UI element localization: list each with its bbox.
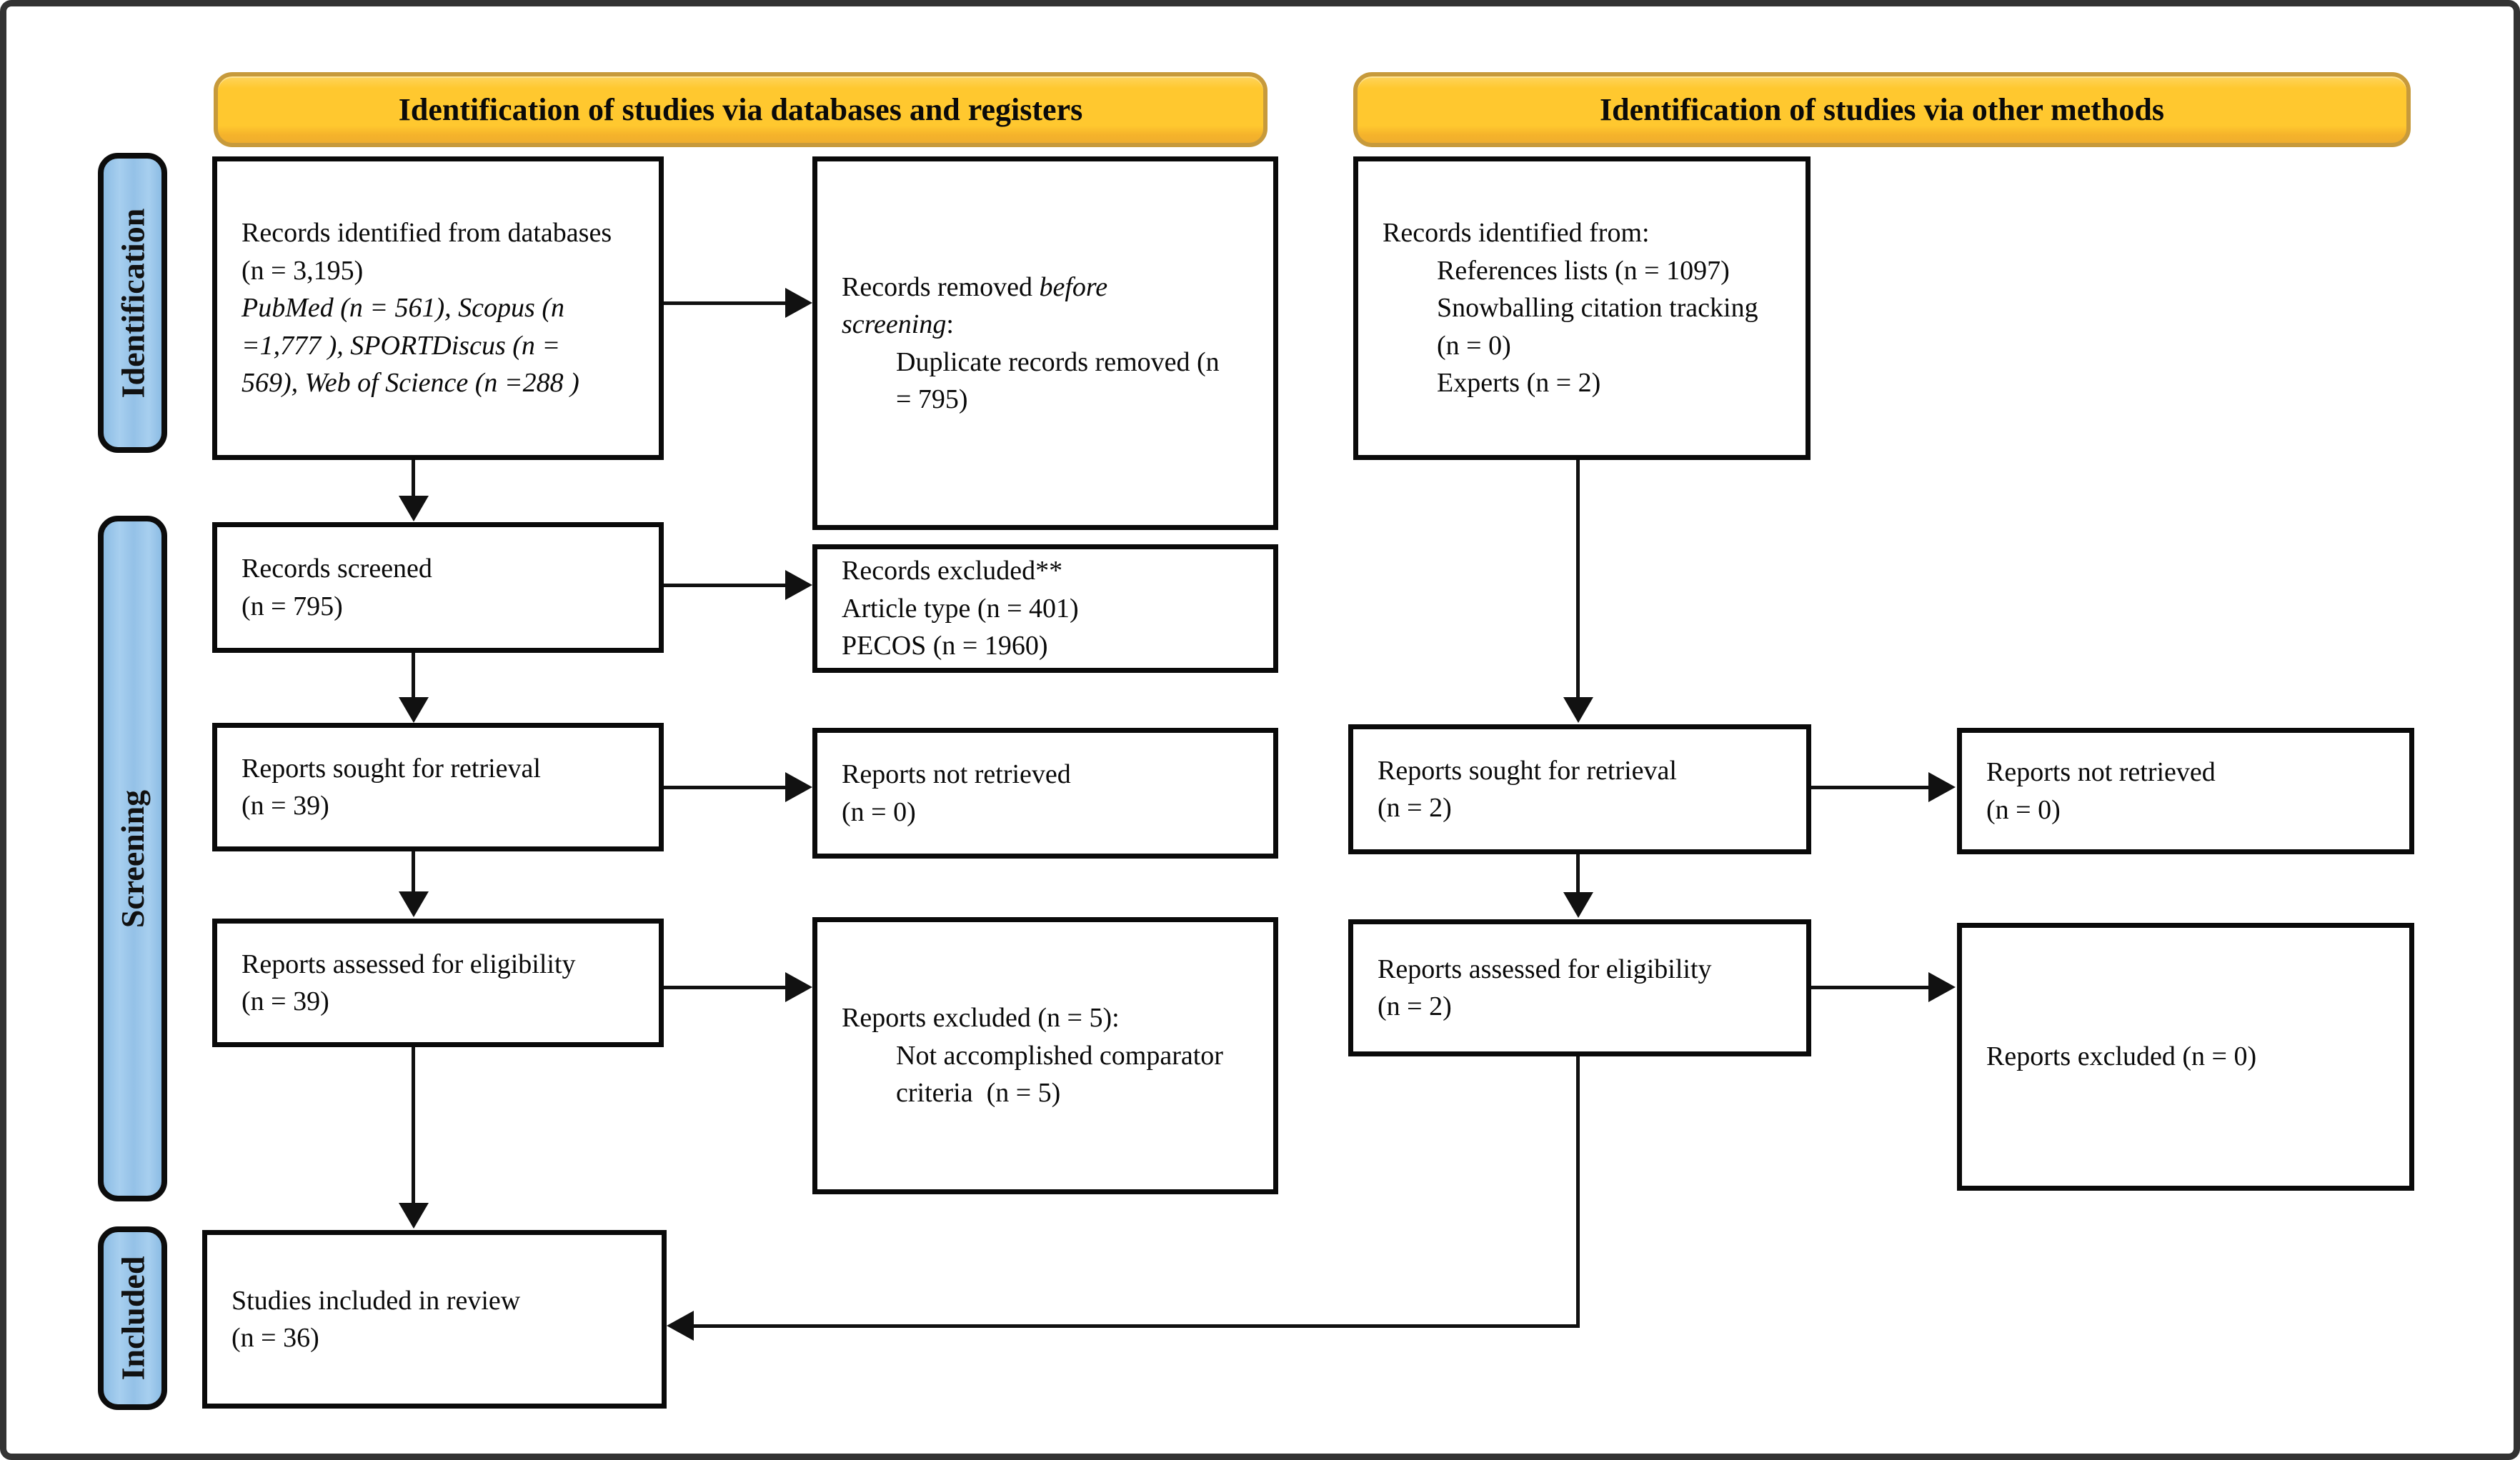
arrow-sought-other-to-assessed-line [1576, 854, 1580, 894]
records-removed-italic: before screening [842, 271, 1108, 340]
reports-excluded-databases-text: Reports excluded (n = 5): Not accomplish… [842, 1003, 1223, 1109]
stage-label-included: Included [114, 1256, 151, 1381]
arrow-sought-to-assessed-line [412, 851, 415, 893]
arrow-assessed-to-excluded-head [785, 972, 812, 1002]
banner-databases-registers-label: Identification of studies via databases … [398, 92, 1083, 127]
arrow-identified-other-to-sought-head [1563, 697, 1593, 723]
arrow-assessed-other-to-included-hline [691, 1324, 1580, 1328]
banner-other-methods-label: Identification of studies via other meth… [1600, 92, 2164, 127]
reports-not-retrieved-other-text: Reports not retrieved (n = 0) [1986, 757, 2216, 825]
banner-databases-registers: Identification of studies via databases … [214, 72, 1268, 147]
arrow-screened-to-excluded-head [785, 570, 812, 600]
stage-band-identification: Identification [98, 153, 167, 453]
arrow-assessed-other-to-included-head [667, 1311, 694, 1341]
arrow-assessed-to-included-line [412, 1047, 415, 1204]
reports-assessed-databases-text: Reports assessed for eligibility (n = 39… [241, 949, 576, 1016]
arrow-sought-other-to-notretrieved-head [1928, 772, 1956, 802]
records-identified-detail: PubMed (n = 561), Scopus (n =1,777 ), SP… [241, 293, 579, 399]
box-records-removed-before-screening: Records removed before screening: Duplic… [812, 156, 1278, 530]
records-identified-main: Records identified from databases (n = 3… [241, 218, 612, 286]
arrow-identified-to-screened-head [399, 496, 429, 521]
box-reports-sought-other: Reports sought for retrieval (n = 2) [1348, 724, 1811, 854]
records-identified-other-text: Records identified from: References list… [1383, 218, 1758, 399]
reports-excluded-other-text: Reports excluded (n = 0) [1986, 1041, 2257, 1072]
arrow-sought-to-notretrieved-head [785, 772, 812, 802]
box-reports-not-retrieved-databases: Reports not retrieved (n = 0) [812, 728, 1278, 859]
records-removed-suffix: : Duplicate records removed (n = 795) [896, 309, 1220, 414]
banner-other-methods: Identification of studies via other meth… [1353, 72, 2411, 147]
arrow-sought-to-assessed-head [399, 891, 429, 917]
records-removed-prefix: Records removed [842, 271, 1040, 302]
arrow-identified-other-to-sought-line [1576, 460, 1580, 699]
records-excluded-text: Records excluded** Article type (n = 401… [842, 556, 1079, 661]
box-records-identified-databases: Records identified from databases (n = 3… [212, 156, 664, 460]
stage-band-screening: Screening [98, 516, 167, 1201]
box-reports-not-retrieved-other: Reports not retrieved (n = 0) [1957, 728, 2414, 854]
arrow-identified-to-screened-line [412, 460, 415, 497]
studies-included-text: Studies included in review (n = 36) [231, 1285, 521, 1353]
arrow-assessed-other-to-excluded-line [1811, 986, 1930, 989]
box-studies-included: Studies included in review (n = 36) [202, 1230, 667, 1409]
box-reports-excluded-other: Reports excluded (n = 0) [1957, 923, 2414, 1191]
arrow-identified-to-removed-line [664, 301, 787, 305]
arrow-identified-to-removed-head [785, 288, 812, 318]
reports-assessed-other-text: Reports assessed for eligibility (n = 2) [1378, 954, 1712, 1021]
arrow-screened-to-sought-head [399, 697, 429, 723]
arrow-sought-other-to-assessed-head [1563, 892, 1593, 918]
box-reports-sought-databases: Reports sought for retrieval (n = 39) [212, 723, 664, 851]
box-records-screened: Records screened (n = 795) [212, 522, 664, 653]
arrow-sought-to-notretrieved-line [664, 786, 787, 789]
reports-sought-databases-text: Reports sought for retrieval (n = 39) [241, 753, 541, 821]
stage-label-screening: Screening [114, 789, 151, 928]
arrow-assessed-other-to-included-vline [1576, 1056, 1580, 1328]
box-records-excluded: Records excluded** Article type (n = 401… [812, 544, 1278, 673]
reports-not-retrieved-databases-text: Reports not retrieved (n = 0) [842, 759, 1071, 827]
arrow-sought-other-to-notretrieved-line [1811, 786, 1930, 789]
stage-band-included: Included [98, 1226, 167, 1410]
stage-label-identification: Identification [114, 208, 151, 398]
box-reports-assessed-other: Reports assessed for eligibility (n = 2) [1348, 919, 1811, 1056]
arrow-assessed-to-excluded-line [664, 986, 787, 989]
arrow-assessed-other-to-excluded-head [1928, 972, 1956, 1002]
arrow-screened-to-sought-line [412, 653, 415, 699]
box-records-identified-other: Records identified from: References list… [1353, 156, 1811, 460]
records-screened-text: Records screened (n = 795) [241, 554, 432, 621]
box-reports-excluded-databases: Reports excluded (n = 5): Not accomplish… [812, 917, 1278, 1194]
arrow-assessed-to-included-head [399, 1203, 429, 1229]
reports-sought-other-text: Reports sought for retrieval (n = 2) [1378, 755, 1677, 823]
box-reports-assessed-databases: Reports assessed for eligibility (n = 39… [212, 919, 664, 1047]
arrow-screened-to-excluded-line [664, 584, 787, 587]
